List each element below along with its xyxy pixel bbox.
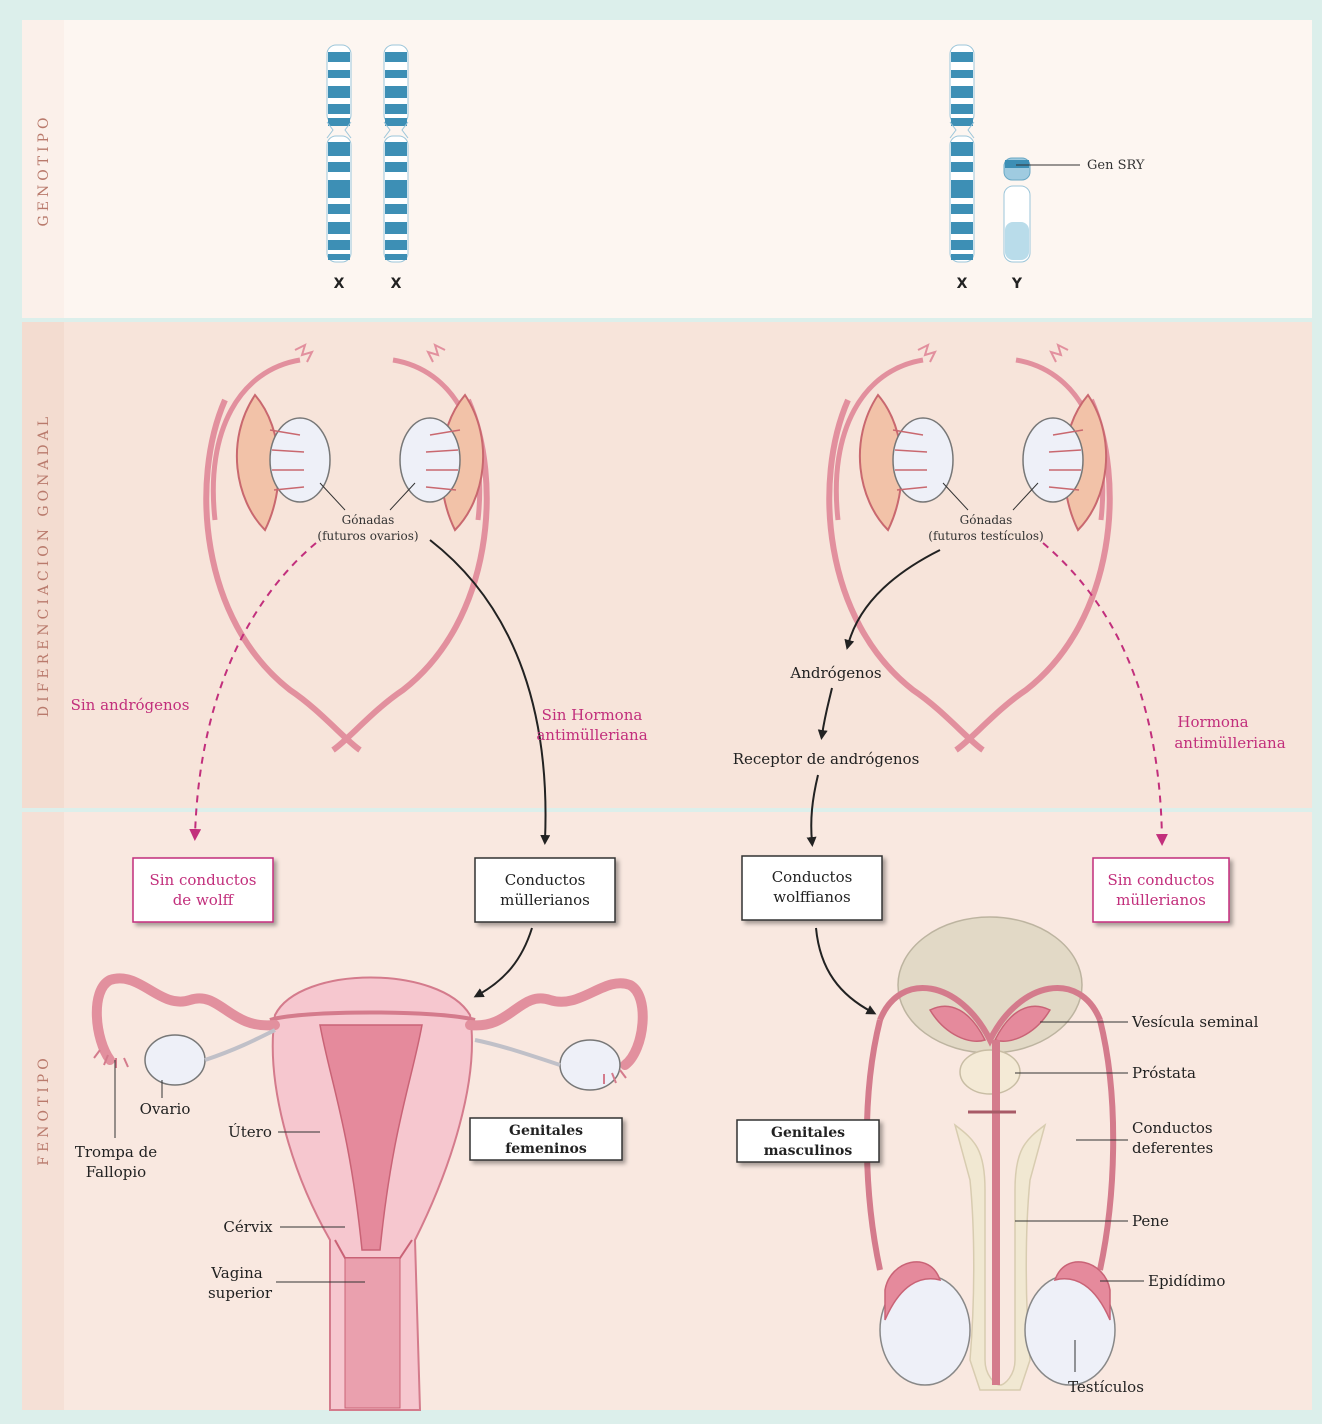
male-gonads-label: Gónadas	[960, 513, 1013, 527]
box-wolffian: Conductos wolffianos	[742, 856, 882, 920]
no-amh-label: Sin Hormona	[542, 706, 643, 724]
chromosome-y-male	[1004, 158, 1030, 262]
svg-text:Sin conductos: Sin conductos	[149, 871, 256, 889]
vagina-sublabel: superior	[208, 1284, 273, 1302]
section-label-phenotype: FENOTIPO	[36, 1054, 52, 1165]
male-genitals-box: Genitales masculinos	[737, 1120, 879, 1162]
chromosome-x-female-2	[384, 45, 408, 262]
svg-text:Conductos: Conductos	[772, 868, 853, 886]
svg-text:Genitales: Genitales	[509, 1123, 583, 1139]
amh-sublabel: antimülleriana	[1174, 734, 1285, 752]
svg-text:Genitales: Genitales	[771, 1125, 845, 1141]
male-gonads-sublabel: (futuros testículos)	[928, 529, 1043, 543]
fallopian-tube-label: Trompa de	[75, 1143, 157, 1161]
ovary-label: Ovario	[140, 1100, 191, 1118]
svg-text:müllerianos: müllerianos	[1116, 891, 1206, 909]
seminal-vesicle-label: Vesícula seminal	[1131, 1013, 1259, 1031]
no-amh-sublabel: antimülleriana	[536, 726, 647, 744]
uterus-label: Útero	[228, 1123, 272, 1141]
fallopian-tube-sublabel: Fallopio	[86, 1163, 146, 1181]
receptor-label: Receptor de andrógenos	[733, 750, 920, 768]
vagina-label: Vagina	[210, 1264, 262, 1282]
box-mullerian: Conductos müllerianos	[475, 858, 615, 922]
epididymis-label: Epidídimo	[1148, 1272, 1225, 1290]
female-genitals-box: Genitales femeninos	[470, 1118, 622, 1160]
box-no-mullerian: Sin conductos müllerianos	[1093, 858, 1229, 922]
chromosome-label-male-x: X	[957, 276, 968, 292]
svg-text:femeninos: femeninos	[505, 1141, 587, 1157]
vas-deferens-label: Conductos	[1132, 1119, 1213, 1137]
svg-text:Sin conductos: Sin conductos	[1107, 871, 1214, 889]
prostate-label: Próstata	[1132, 1064, 1196, 1082]
svg-text:de wolff: de wolff	[173, 891, 235, 909]
sry-gene-label: Gen SRY	[1087, 158, 1145, 173]
chromosome-x-female-1	[327, 45, 351, 262]
chromosome-label-female-2: X	[391, 276, 402, 292]
chromosome-x-male	[950, 45, 974, 262]
box-no-wolff: Sin conductos de wolff	[133, 858, 273, 922]
svg-text:masculinos: masculinos	[764, 1143, 853, 1159]
section-label-gonadal: DIFERENCIACION GONADAL	[36, 413, 52, 717]
vas-deferens-sublabel: deferentes	[1132, 1139, 1213, 1157]
chromosome-label-female-1: X	[334, 276, 345, 292]
female-gonads-sublabel: (futuros ovarios)	[317, 529, 418, 543]
female-gonads-label: Gónadas	[342, 513, 395, 527]
section-label-genotype: GENOTIPO	[36, 114, 52, 227]
penis-label: Pene	[1132, 1212, 1169, 1230]
androgens-label: Andrógenos	[789, 664, 881, 682]
no-androgens-label: Sin andrógenos	[71, 696, 190, 714]
svg-text:Conductos: Conductos	[505, 871, 586, 889]
testes-label: Testículos	[1068, 1378, 1144, 1396]
svg-text:müllerianos: müllerianos	[500, 891, 590, 909]
amh-label: Hormona	[1177, 713, 1248, 731]
svg-text:wolffianos: wolffianos	[773, 888, 850, 906]
cervix-label: Cérvix	[223, 1218, 273, 1236]
chromosome-label-male-y: Y	[1011, 276, 1023, 292]
